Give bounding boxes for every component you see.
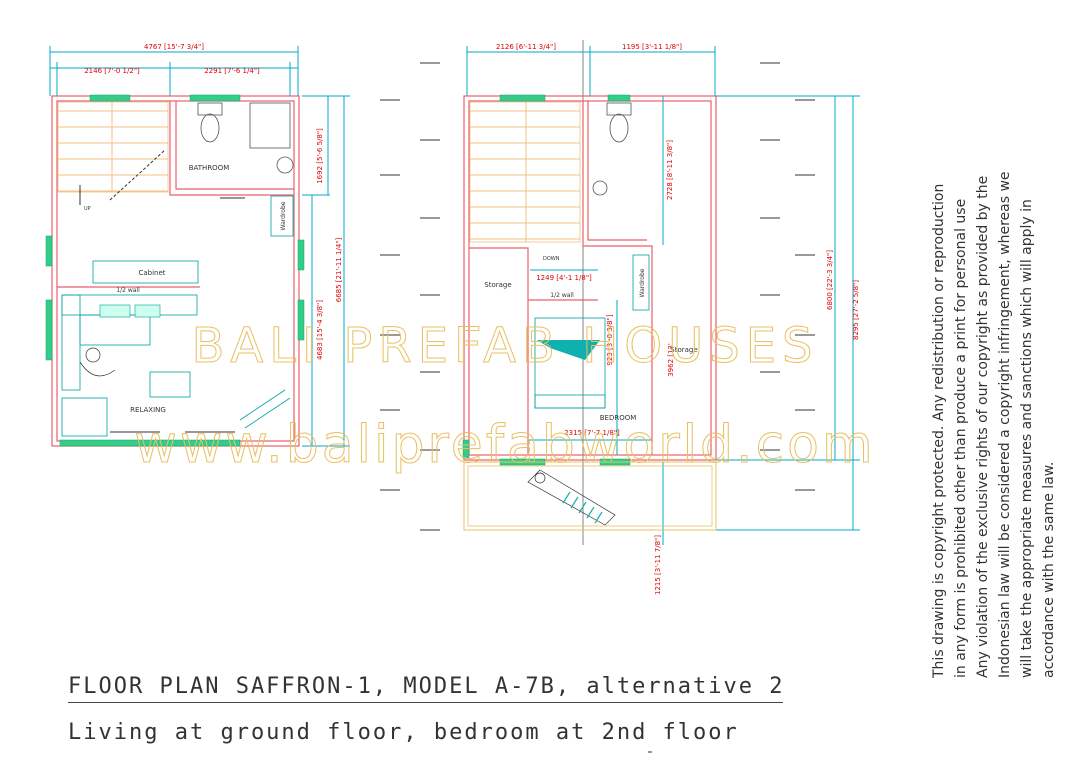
upper-floor-plan: 2126 [6'-11 3/4"] 1195 [3'-11 1/8"] 2728…: [380, 40, 860, 595]
upper-dim-923: 923 [3'-0 3/8"]: [606, 314, 614, 365]
upper-dim-storage-h: 1249 [4'-1 1/8"]: [536, 274, 592, 282]
upper-bed-blanket: [537, 340, 600, 360]
upper-dim-balcony-v: 1215 [3'-11 7/8"]: [654, 535, 662, 595]
upper-stairs: [469, 101, 581, 243]
upper-grid-ticks: [380, 62, 815, 531]
upper-room-wardrobe: Wardrobe: [639, 268, 646, 297]
ground-dim-total-v: 6685 [21'-11 1/4"]: [335, 237, 343, 302]
ground-dim-living-v: 4683 [15'-4 3/8"]: [316, 300, 324, 360]
ground-dim-lines: [49, 46, 350, 447]
copyright-line-1: This drawing is copyright protected. Any…: [931, 184, 947, 679]
ground-dim-total: 4767 [15'-7 3/4"]: [144, 43, 204, 51]
upper-room-storage-left: Storage: [484, 281, 511, 289]
ground-half-wall: 1/2 wall: [116, 287, 140, 294]
upper-room-bedroom: BEDROOM: [600, 414, 637, 422]
copyright-line-2: in any form is prohibited other than pro…: [953, 199, 969, 678]
ground-wardrobe: [270, 195, 294, 237]
upper-bathroom-fixtures: [592, 102, 632, 196]
copyright-notice: This drawing is copyright protected. Any…: [931, 171, 1057, 679]
drawing-title: FLOOR PLAN SAFFRON-1, MODEL A-7B, altern…: [68, 674, 785, 699]
copyright-line-5: will take the appropriate measures and s…: [1019, 199, 1035, 678]
upper-balcony: [463, 461, 717, 531]
ground-room-relaxing: RELAXING: [130, 406, 166, 414]
upper-dim-left: 2126 [6'-11 3/4"]: [496, 43, 556, 51]
ground-stair-up-label: UP: [84, 206, 91, 212]
watermark-company: BALI PREFAB HOUSES: [191, 318, 818, 374]
upper-lounger-figure: [527, 469, 616, 526]
ground-dim-right: 2291 [7'-6 1/4"]: [204, 67, 260, 75]
upper-dim-outer-v: 8295 [27'-2 5/8"]: [852, 280, 860, 340]
title-underline: [68, 702, 783, 703]
ground-person-figure: [79, 347, 116, 377]
ground-room-wardrobe: Wardrobe: [280, 201, 287, 230]
upper-stair-down-label: DOWN: [543, 256, 560, 262]
upper-dim-total-v: 6800 [22'-3 3/4"]: [826, 250, 834, 310]
ground-room-bathroom: BATHROOM: [189, 164, 230, 172]
upper-lounger-slats: [562, 491, 603, 524]
ground-stairs: [57, 101, 169, 193]
upper-dim-3962: 3962 [13': [667, 343, 675, 377]
ground-floor-plan: 4767 [15'-7 3/4"] 2146 [7'-0 1/2"] 2291 …: [45, 43, 350, 447]
ground-cabinet: [92, 260, 199, 284]
ground-room-cabinet: Cabinet: [138, 269, 165, 277]
upper-half-wall: 1/2 wall: [550, 292, 574, 299]
upper-dim-lines: [466, 46, 860, 545]
upper-dim-bath-v: 2728 [8'-11 3/8"]: [666, 140, 674, 200]
upper-wardrobe: [632, 254, 650, 311]
ground-dim-bath-v: 1692 [5'-6 5/8"]: [316, 128, 324, 184]
watermark-url: www.baliprefabworld.com: [134, 415, 875, 475]
upper-walls: [463, 95, 717, 461]
ground-dim-left: 2146 [7'-0 1/2"]: [84, 67, 140, 75]
upper-dim-right: 1195 [3'-11 1/8"]: [622, 43, 682, 51]
upper-bed: [534, 317, 606, 409]
upper-dim-bedroom-h: 2315 [7'-7 1/8"]: [564, 429, 620, 437]
copyright-line-4: Indonesian law will be considered a copy…: [997, 171, 1013, 678]
copyright-line-6: accordance with the same law.: [1041, 462, 1057, 678]
ground-cushions: [99, 304, 161, 318]
ground-windows: [45, 94, 305, 447]
upper-room-storage-right: Storage: [670, 346, 697, 354]
ground-bathroom-fixtures: [197, 102, 294, 174]
copyright-line-3: Any violation of the exclusive rights of…: [975, 176, 991, 678]
drawing-subtitle: Living at ground floor, bedroom at 2nd f…: [68, 720, 739, 745]
